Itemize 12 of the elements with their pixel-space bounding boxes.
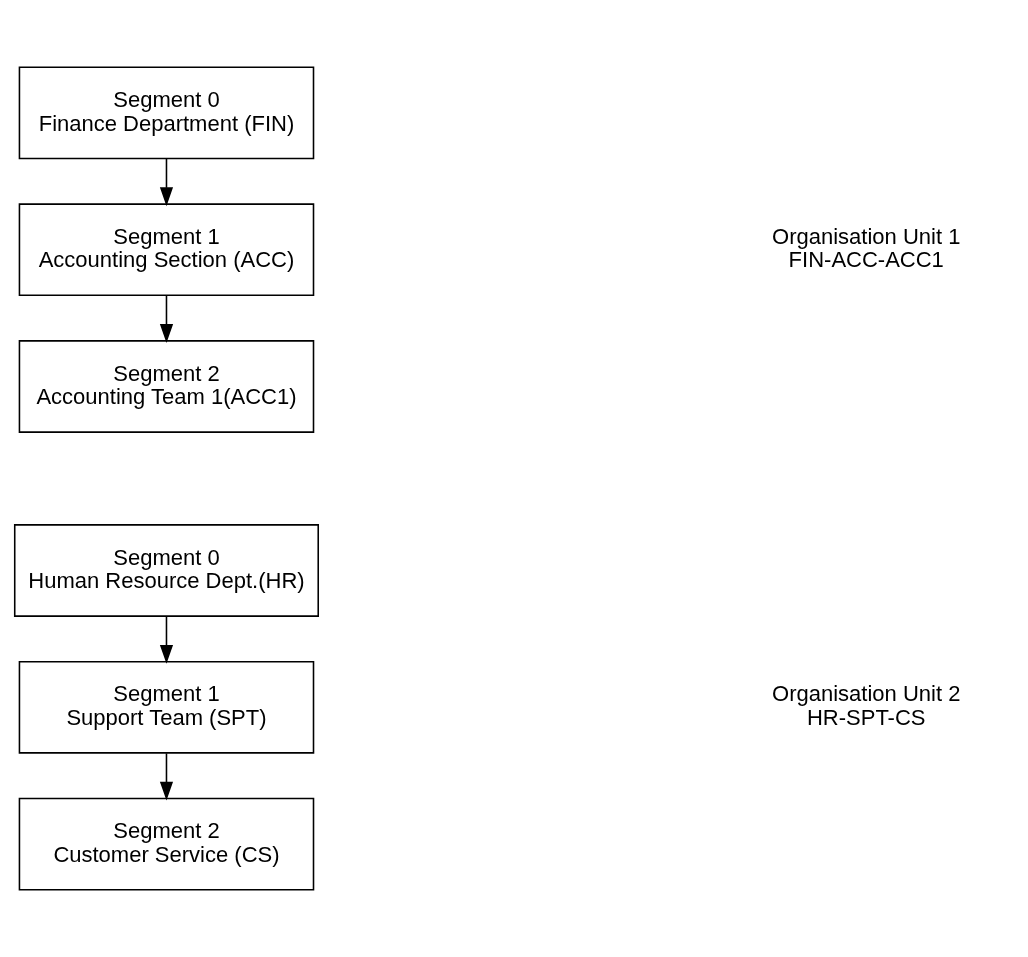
node-box: Segment 0 Human Resource Dept.(HR)	[13, 524, 319, 617]
node-box: Segment 2 Customer Service (CS)	[18, 797, 315, 891]
node-box: Segment 1 Accounting Section (ACC)	[18, 203, 315, 297]
arrow	[159, 158, 174, 207]
label: Organisation Unit 1 FIN-ACC-ACC1	[772, 223, 961, 273]
node-box: Segment 0 Finance Department (FIN)	[18, 66, 315, 160]
node-box: Segment 1 Support Team (SPT)	[18, 660, 315, 754]
node-box: Segment 2 Accounting Team 1(ACC1)	[18, 340, 315, 433]
arrow	[159, 295, 174, 343]
arrow	[159, 752, 174, 801]
label: Organisation Unit 2 HR-SPT-CS	[772, 681, 961, 730]
arrow	[159, 615, 174, 664]
